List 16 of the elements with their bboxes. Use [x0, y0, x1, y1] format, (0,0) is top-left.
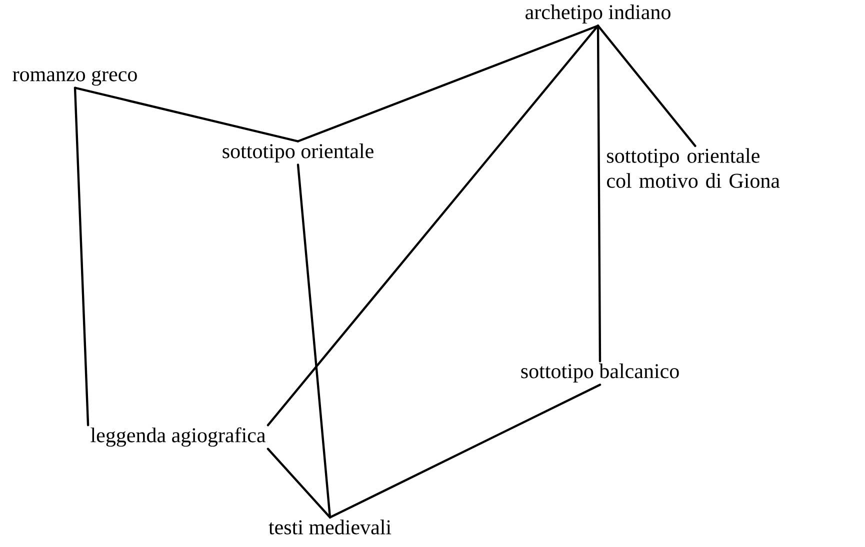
text-label: leggenda agiografica: [90, 427, 266, 447]
text-label: testi medievali: [268, 520, 392, 534]
connector-line: [296, 24, 600, 142]
connector-line: [266, 448, 332, 519]
connector-line: [74, 86, 300, 142]
connector-line: [596, 24, 602, 362]
text-label: sottotipo orientale: [222, 143, 374, 163]
connector-line: [328, 384, 602, 519]
text-label: sottotipo balcanico: [521, 363, 679, 383]
connector-line: [74, 86, 90, 426]
connector-line: [296, 164, 332, 519]
connector-line: [266, 24, 600, 426]
connector-line: [596, 24, 696, 148]
text-label: sottotipo orientale col motivo di Giona: [607, 148, 780, 188]
text-label: romanzo greco: [12, 70, 137, 86]
text-label: archetipo indiano: [526, 4, 670, 24]
